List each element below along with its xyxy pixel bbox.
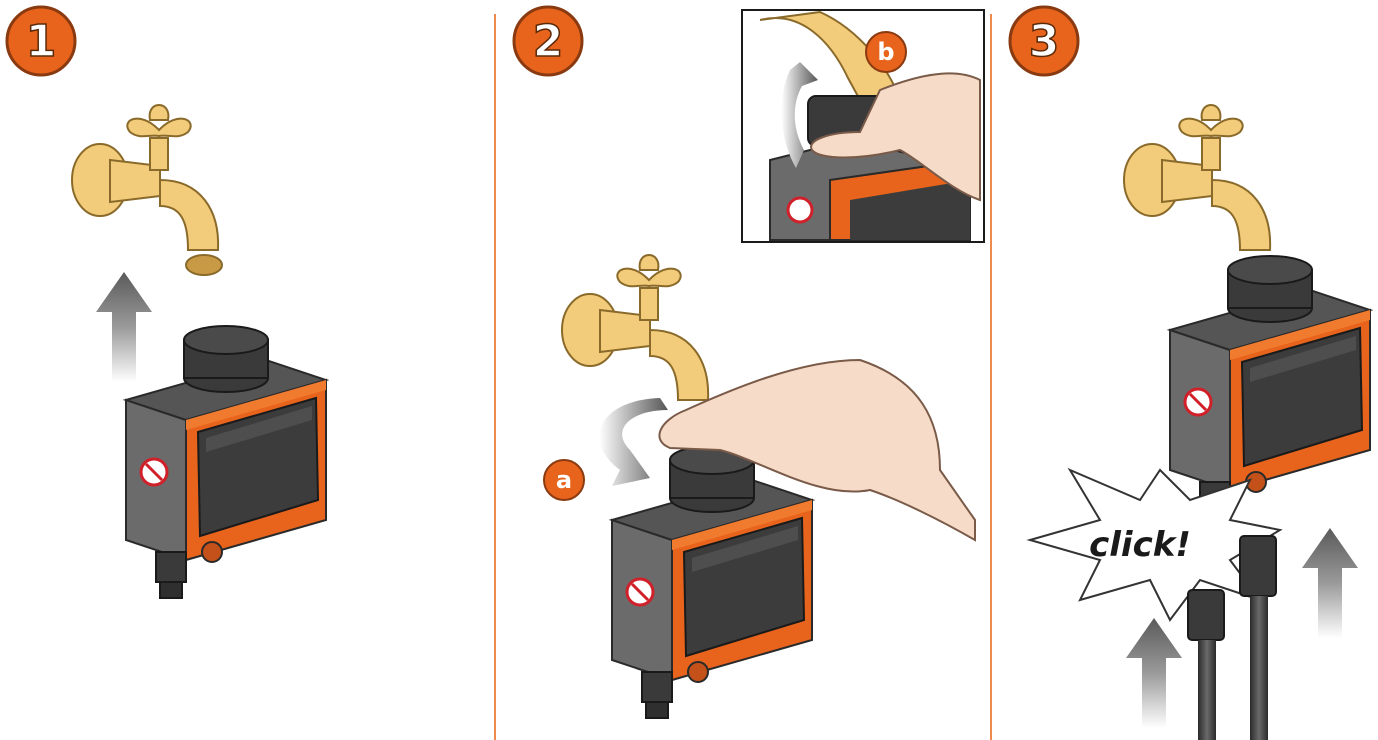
hose-icon [1250, 596, 1268, 740]
step-3-badge: 3 [1010, 7, 1078, 75]
sub-step-a-label: a [556, 466, 572, 494]
faucet-thread [186, 255, 222, 275]
sub-step-b-label: b [877, 38, 894, 66]
up-arrow-icon [1126, 618, 1182, 728]
hose-icon [1198, 640, 1216, 740]
step-1-panel [72, 105, 326, 598]
timer-device-icon [612, 446, 812, 718]
step-3-panel: click! [1030, 105, 1370, 740]
step-2-panel: b a [544, 10, 984, 718]
up-arrow-icon [96, 272, 152, 382]
hose-connector [1188, 590, 1224, 640]
step-3-number: 3 [1029, 16, 1060, 67]
click-callout: click! [1089, 525, 1191, 565]
faucet-icon [72, 105, 218, 250]
step-1-badge: 1 [7, 7, 75, 75]
step-2-badge: 2 [514, 7, 582, 75]
rotate-arrow-icon [599, 398, 668, 486]
faucet-icon [1124, 105, 1270, 250]
hose-connector [1240, 536, 1276, 596]
step-1-number: 1 [26, 16, 57, 67]
faucet-icon [562, 255, 708, 400]
timer-device-icon [1170, 256, 1370, 528]
up-arrow-icon [1302, 528, 1358, 638]
timer-device-icon [126, 326, 326, 598]
step-2-number: 2 [533, 16, 564, 67]
